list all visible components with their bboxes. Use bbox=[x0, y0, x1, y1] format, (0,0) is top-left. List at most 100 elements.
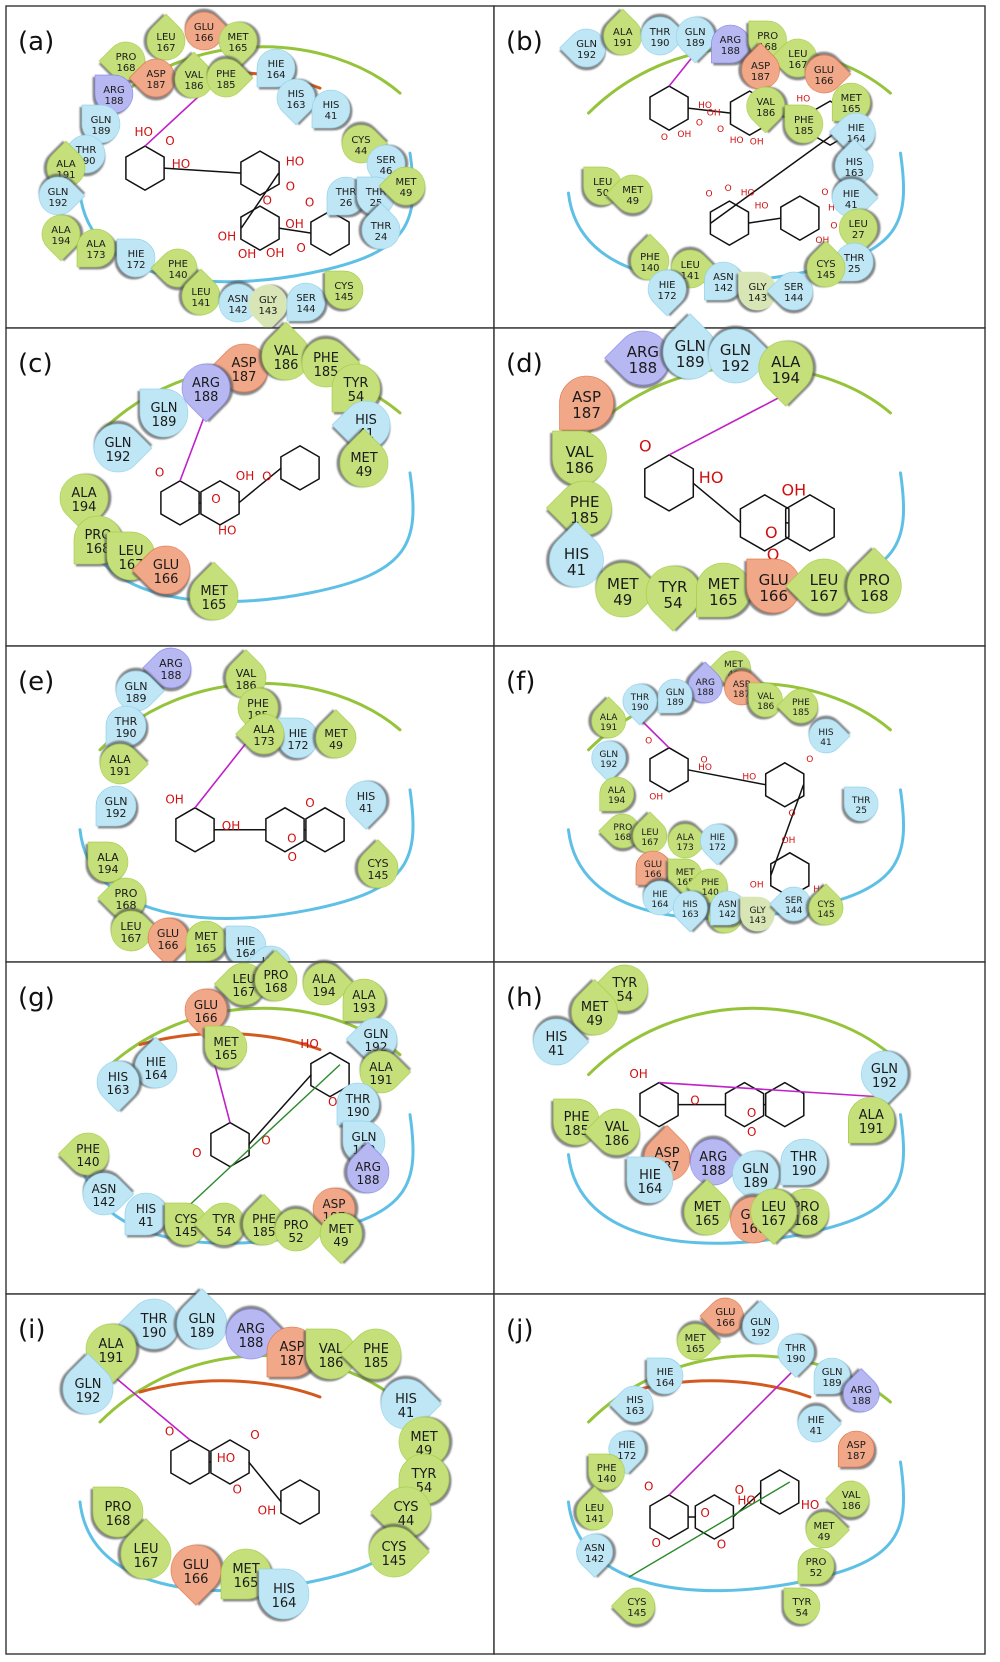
residue-name: VAL bbox=[185, 70, 204, 81]
ligand-structure bbox=[175, 806, 345, 853]
atom-label: OH bbox=[165, 792, 183, 806]
chain-bond bbox=[278, 227, 312, 234]
residue-number: 165 bbox=[842, 104, 861, 115]
residue-number: 165 bbox=[709, 591, 738, 609]
residue-name: PHE bbox=[640, 252, 660, 263]
residue-name: ARG bbox=[355, 1160, 381, 1174]
residue-number: 167 bbox=[233, 985, 256, 999]
residue-name: SER bbox=[296, 293, 316, 304]
atom-label: HO bbox=[300, 1037, 318, 1051]
atom-label: O bbox=[696, 118, 703, 128]
residue-name: THR bbox=[785, 1343, 807, 1354]
residue-number: 145 bbox=[382, 1554, 407, 1569]
residue-name: ASP bbox=[322, 1197, 345, 1211]
residue-number: 142 bbox=[585, 1554, 604, 1565]
atom-label: O bbox=[644, 1480, 653, 1494]
residue-name: ARG bbox=[696, 678, 715, 688]
panel-label: (j) bbox=[506, 1315, 534, 1345]
residue-number: 167 bbox=[134, 1556, 159, 1571]
residue-number: 194 bbox=[313, 985, 336, 999]
chain-bond bbox=[240, 172, 280, 229]
residue-number: 142 bbox=[719, 910, 736, 920]
residues: LEU167PRO168ALA194GLU166ALA193MET165GLN1… bbox=[57, 949, 412, 1265]
hbond-line bbox=[668, 394, 785, 456]
residue-name: TYR bbox=[658, 578, 688, 596]
atom-label: O bbox=[287, 850, 296, 864]
residue-name: PRO bbox=[283, 1218, 308, 1232]
chain-bond bbox=[238, 467, 282, 504]
residue-name: ASN bbox=[92, 1182, 117, 1196]
residue-name: HIE bbox=[289, 727, 308, 740]
residue-number: 190 bbox=[142, 1326, 167, 1341]
residue-number: 54 bbox=[216, 1225, 231, 1239]
residue-name: CYS bbox=[334, 281, 353, 292]
residue-name: CYS bbox=[367, 857, 388, 870]
residue-number: 187 bbox=[733, 690, 750, 700]
residue-name: ARG bbox=[103, 85, 125, 96]
residue-number: 191 bbox=[110, 765, 131, 778]
panel-label: (i) bbox=[18, 1315, 46, 1345]
residue-number: 54 bbox=[348, 390, 365, 405]
residue-name: PHE bbox=[570, 493, 600, 511]
residue-name: CYS bbox=[351, 135, 370, 146]
residue-number: 54 bbox=[796, 1608, 809, 1619]
residue-number: 164 bbox=[638, 1182, 663, 1197]
residue-name: HIE bbox=[146, 1055, 166, 1069]
atom-label: O bbox=[286, 179, 295, 193]
residue-name: GLN bbox=[104, 436, 131, 451]
residue-number: 46 bbox=[380, 166, 393, 177]
residue-name: HIS bbox=[626, 1395, 643, 1406]
residue-number: 193 bbox=[353, 1001, 376, 1015]
residue-number: 140 bbox=[702, 888, 719, 898]
residue-number: 167 bbox=[156, 43, 175, 54]
residue-number: 41 bbox=[845, 200, 858, 211]
residue-name: ASP bbox=[232, 356, 257, 371]
residue-number: 194 bbox=[51, 236, 70, 247]
residue-number: 186 bbox=[604, 1134, 629, 1149]
residue-number: 187 bbox=[280, 1354, 305, 1369]
panel-g: (g)OOHOHOLEU167PRO168ALA194GLU166ALA193M… bbox=[5, 949, 495, 1295]
residue-name: ARG bbox=[192, 376, 220, 391]
atom-label: O bbox=[232, 1482, 241, 1496]
residue-name: THR bbox=[630, 693, 650, 703]
atom-label: OH bbox=[238, 247, 256, 261]
residue-number: 145 bbox=[817, 910, 834, 920]
residue-number: 192 bbox=[76, 1391, 101, 1406]
panel-label: (h) bbox=[506, 983, 543, 1013]
residue-number: 166 bbox=[154, 572, 179, 587]
atom-label: O bbox=[192, 1146, 201, 1160]
residue-number: 163 bbox=[286, 100, 305, 111]
residue-name: ALA bbox=[56, 159, 76, 170]
atom-label: O bbox=[735, 1483, 744, 1497]
atom-label: O bbox=[806, 755, 813, 765]
residue-name: PHE bbox=[313, 351, 339, 366]
